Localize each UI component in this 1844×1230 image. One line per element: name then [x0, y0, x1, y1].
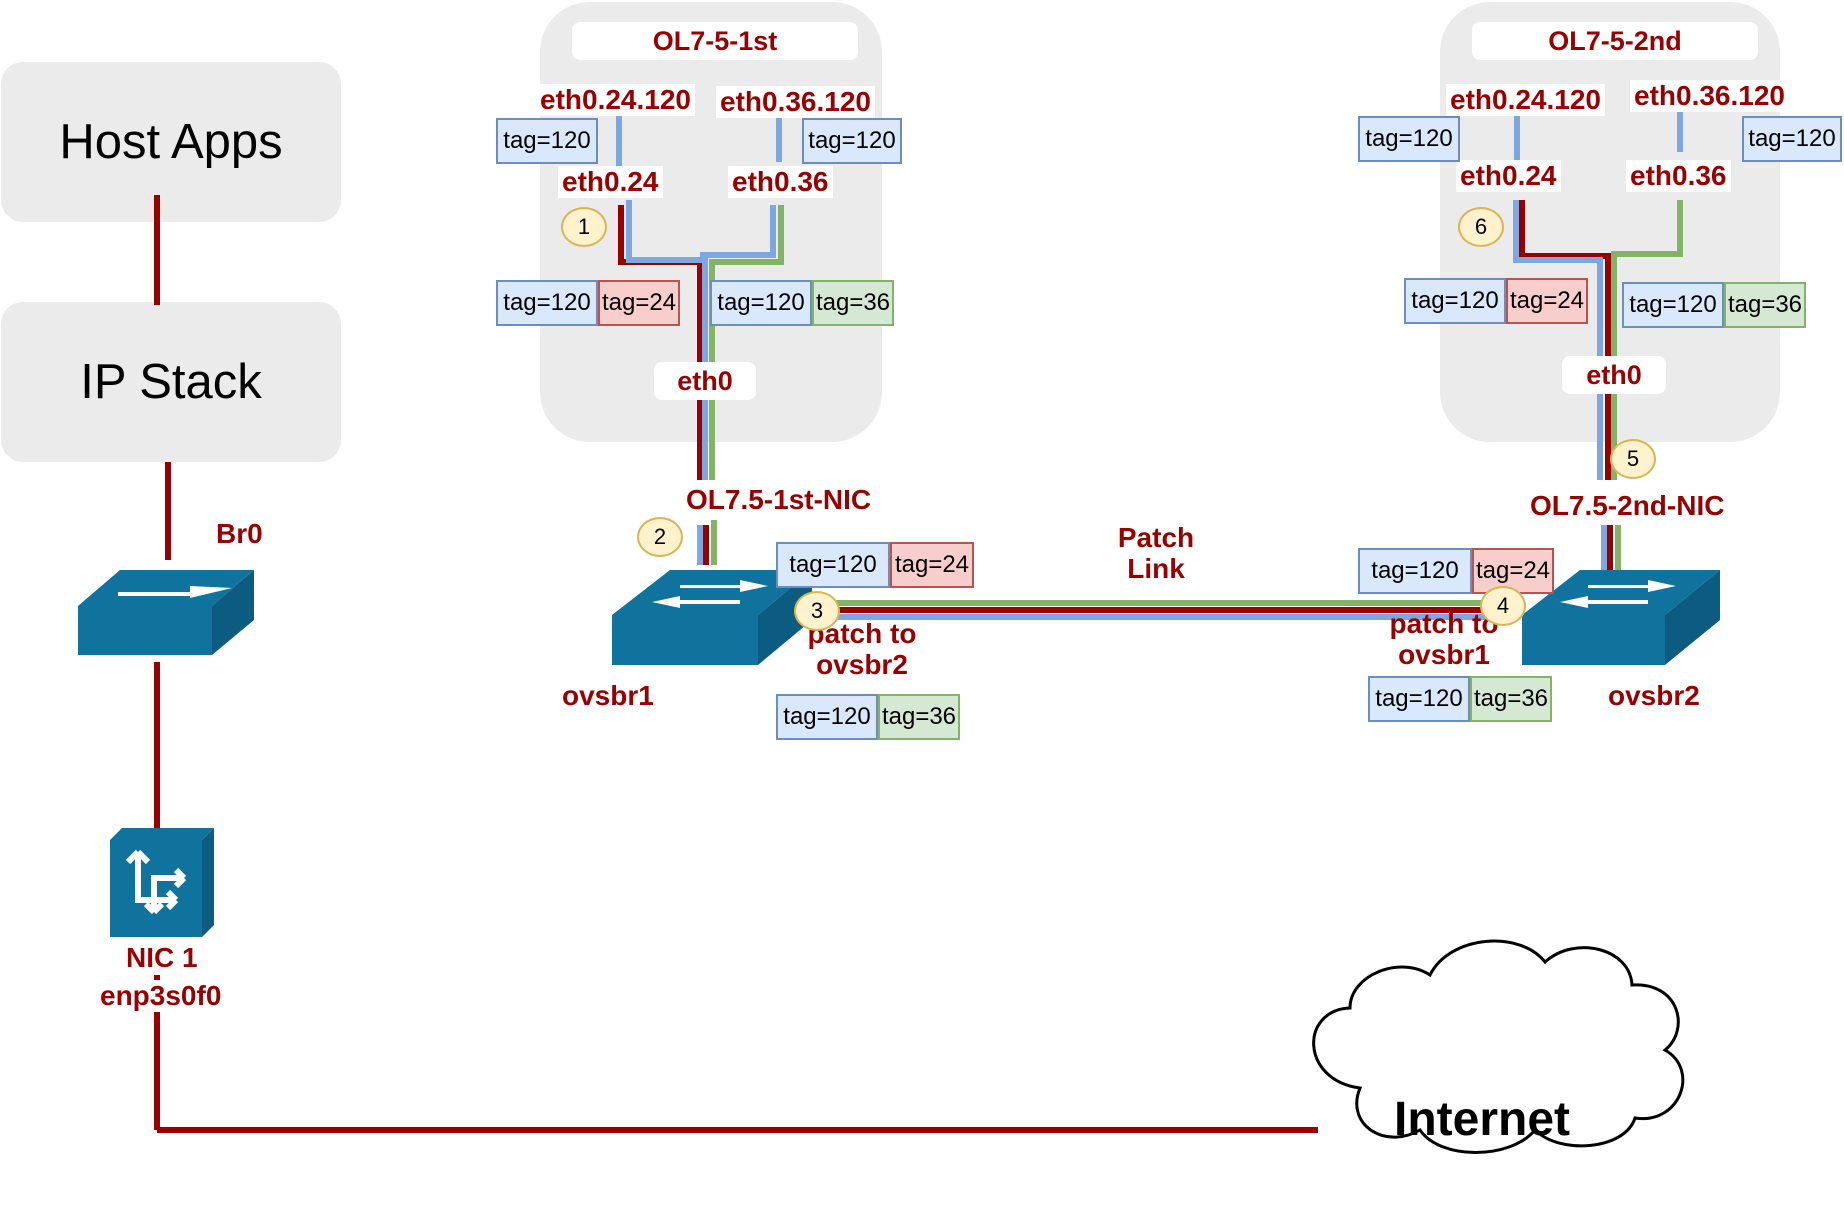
internet-cloud-icon: [1312, 939, 1685, 1154]
ovsbr2-tag36-a: tag=36: [1470, 676, 1552, 722]
vm2-if-eth0-36: eth0.36: [1626, 160, 1731, 192]
step-badge-6: 6: [1458, 207, 1504, 247]
vm2-tag120-c: tag=120: [1404, 278, 1506, 324]
patch-link-label: Patch Link: [1117, 522, 1195, 584]
vm1-blue-path2: [700, 205, 776, 258]
vm1-blue-path: [626, 200, 708, 480]
step-badge-3: 3: [794, 591, 840, 631]
vm2-if-eth0-36-120: eth0.36.120: [1630, 80, 1789, 112]
nic-icon: [110, 828, 214, 937]
vm1-tag120-a: tag=120: [496, 118, 598, 164]
vm2-title: OL7-5-2nd: [1472, 22, 1758, 60]
ovsbr2-switch-icon: [1522, 570, 1720, 665]
step-badge-5: 5: [1610, 439, 1656, 479]
vm1-tag120-c: tag=120: [496, 280, 598, 326]
ovsbr2-label: ovsbr2: [1608, 680, 1700, 711]
vm1-tag24-a: tag=24: [598, 280, 680, 326]
vm1-if-eth0-24: eth0.24: [558, 166, 663, 198]
step-badge-2: 2: [637, 517, 683, 557]
nic-label-2: enp3s0f0: [96, 980, 226, 1012]
bridge-icon: [78, 570, 254, 655]
ovsbr1-label: ovsbr1: [562, 680, 654, 711]
vm1-nic-label: OL7.5-1st-NIC: [682, 484, 876, 516]
ovsbr1-tag120-b: tag=120: [776, 694, 878, 740]
vm1-tag36-a: tag=36: [812, 280, 894, 326]
vm2-tag120-d: tag=120: [1622, 282, 1724, 328]
step-badge-4: 4: [1480, 586, 1526, 626]
vm2-tag120-a: tag=120: [1358, 116, 1460, 162]
ovsbr2-tag120-a: tag=120: [1358, 548, 1472, 594]
step-badge-1: 1: [561, 207, 607, 247]
internet-label: Internet: [1394, 1093, 1571, 1146]
nic-label-1: NIC 1: [122, 942, 202, 974]
ip-stack-label: IP Stack: [80, 355, 262, 409]
vm1-red-path: [618, 205, 703, 480]
vm1-if-eth0-36: eth0.36: [728, 166, 833, 198]
vm1-tag120-d: tag=120: [710, 280, 812, 326]
vm1-tag120-b: tag=120: [802, 118, 902, 164]
vm2-blue-path: [1513, 200, 1603, 480]
vm2-tag36-a: tag=36: [1724, 282, 1806, 328]
vm2-red-path: [1519, 200, 1611, 480]
vm2-if-eth0-24-120: eth0.24.120: [1446, 84, 1605, 116]
vm2-if-eth0: eth0: [1562, 356, 1666, 394]
vm1-title: OL7-5-1st: [572, 22, 858, 60]
ovsbr1-tag36-a: tag=36: [878, 694, 960, 740]
vm2-tag120-b: tag=120: [1742, 116, 1842, 162]
ip-stack-box: [1, 302, 341, 462]
vm2-green-path: [1611, 200, 1683, 480]
vm2-nic-label: OL7.5-2nd-NIC: [1526, 490, 1729, 522]
ovsbr1-tag120-a: tag=120: [776, 542, 890, 588]
vm1-if-eth0-36-120: eth0.36.120: [716, 86, 875, 118]
ovsbr1-switch-icon: [612, 570, 812, 665]
host-apps-label: Host Apps: [59, 115, 283, 169]
vm1-if-eth0: eth0: [654, 362, 756, 400]
ovsbr2-tag120-b: tag=120: [1368, 676, 1470, 722]
bridge-label: Br0: [216, 518, 263, 549]
ovsbr1-tag24-a: tag=24: [890, 542, 974, 588]
vm1-if-eth0-24-120: eth0.24.120: [536, 84, 695, 116]
host-apps-box: [1, 62, 341, 222]
vm2-tag24-a: tag=24: [1506, 278, 1588, 324]
vm2-if-eth0-24: eth0.24: [1456, 160, 1561, 192]
ovsbr2-tag24-a: tag=24: [1472, 548, 1554, 594]
